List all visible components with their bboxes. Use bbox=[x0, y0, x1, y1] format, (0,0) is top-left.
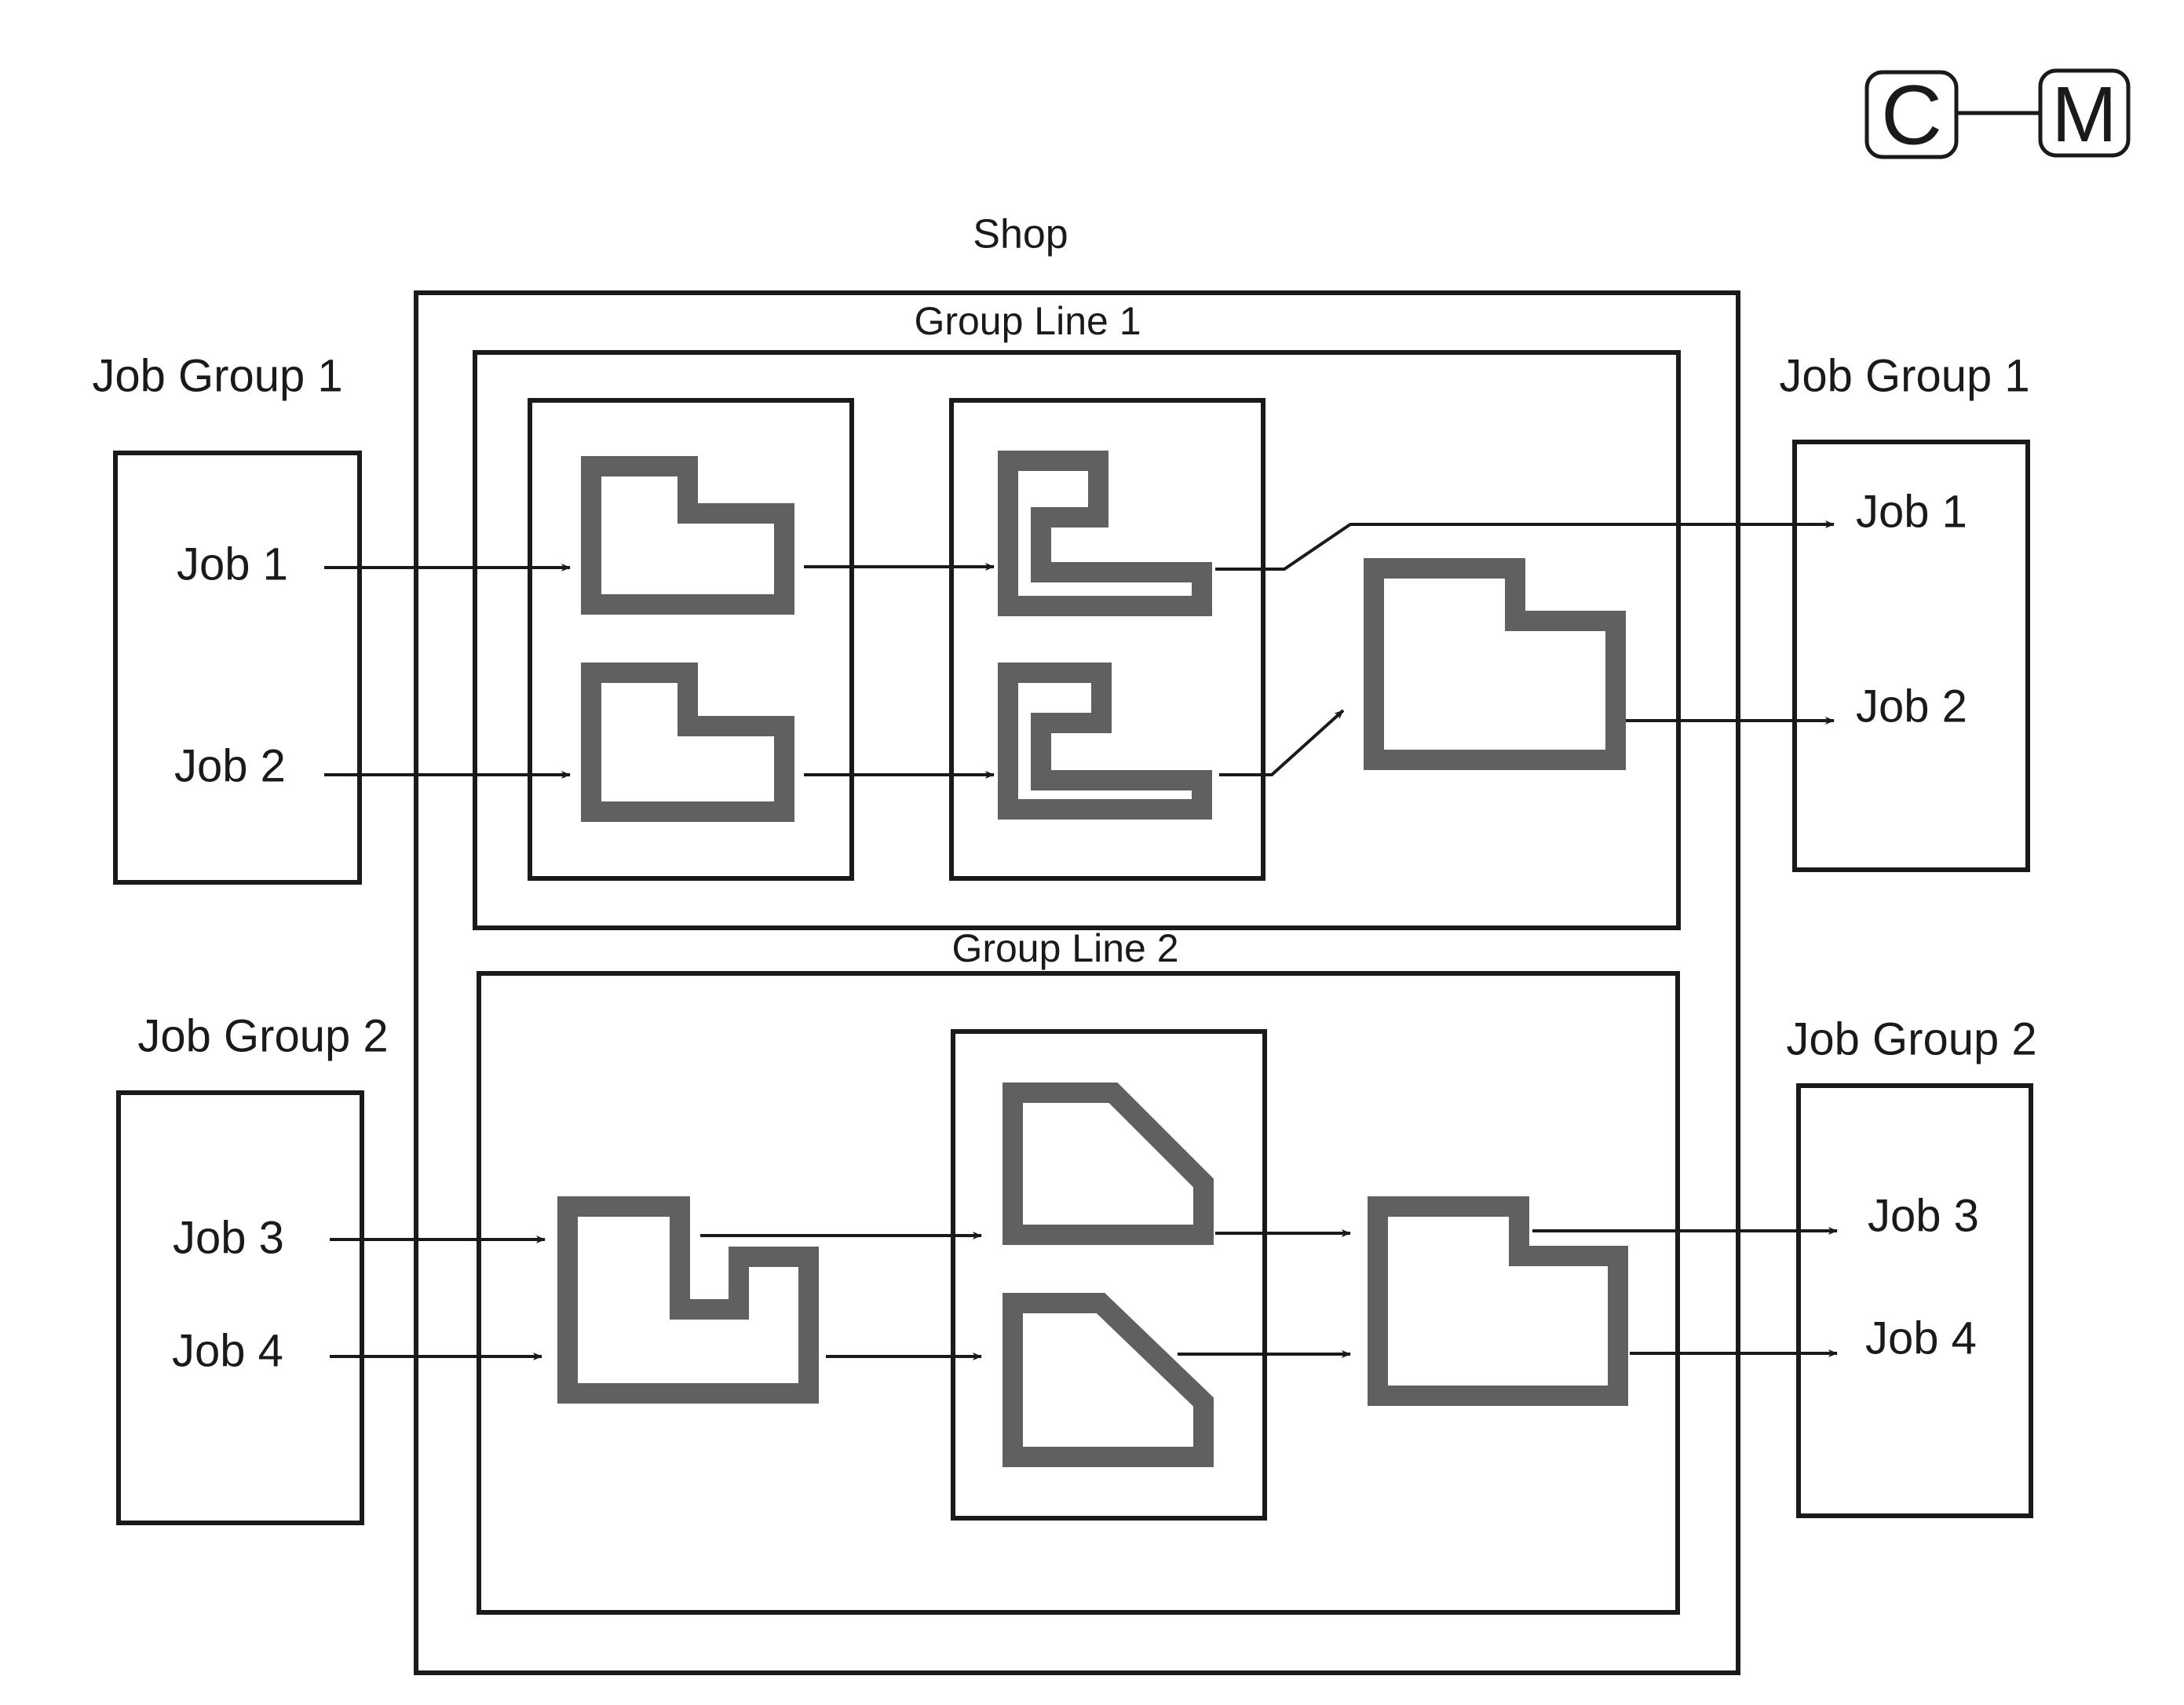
group-line-2-box bbox=[477, 971, 1680, 1615]
shop-box bbox=[414, 290, 1740, 1675]
output-group-2-box bbox=[1796, 1083, 2033, 1518]
flow-arrow bbox=[1219, 709, 1345, 776]
input-group-1-box bbox=[113, 451, 362, 885]
output-job-2-label: Job 2 bbox=[1856, 681, 1967, 732]
machine-1-2-icon bbox=[581, 663, 794, 822]
input-group-2-title: Job Group 2 bbox=[137, 1010, 388, 1061]
flow-connectors-line-1 bbox=[324, 520, 1835, 779]
shop-title: Shop bbox=[973, 212, 1068, 257]
input-group-1-title: Job Group 1 bbox=[92, 350, 342, 401]
logo-m-letter: M bbox=[2051, 71, 2116, 159]
input-job-1-label: Job 1 bbox=[177, 539, 288, 590]
machine-2-4-icon bbox=[1368, 1196, 1628, 1406]
input-job-3-label: Job 3 bbox=[173, 1212, 284, 1263]
output-job-1-label: Job 1 bbox=[1856, 486, 1967, 537]
input-group-2-box bbox=[116, 1090, 364, 1525]
input-job-2-label: Job 2 bbox=[174, 740, 286, 791]
output-group-1-box bbox=[1792, 440, 2030, 872]
group-line-2-label: Group Line 2 bbox=[951, 926, 1178, 970]
machine-2-1-icon bbox=[557, 1196, 819, 1404]
machine-1-3-icon bbox=[998, 451, 1212, 616]
output-group-1-title: Job Group 1 bbox=[1779, 350, 2029, 401]
station-2b-box bbox=[951, 1029, 1267, 1521]
input-job-4-label: Job 4 bbox=[172, 1325, 283, 1376]
output-group-2-title: Job Group 2 bbox=[1786, 1013, 2036, 1064]
logo-c-box bbox=[1864, 70, 1959, 159]
machine-1-5-icon bbox=[1364, 558, 1626, 770]
group-line-1-box bbox=[473, 350, 1681, 930]
machine-1-1-icon bbox=[581, 456, 794, 615]
machine-1-4-icon bbox=[998, 663, 1212, 820]
group-line-1-label: Group Line 1 bbox=[914, 299, 1141, 343]
station-1b-box bbox=[949, 398, 1265, 881]
machine-2-2-icon bbox=[1003, 1083, 1214, 1245]
machine-2-3-icon bbox=[1003, 1293, 1214, 1467]
output-job-3-label: Job 3 bbox=[1868, 1190, 1979, 1241]
flow-arrow bbox=[1215, 520, 1835, 571]
cm-logo: C M bbox=[1864, 68, 2131, 162]
logo-c-letter: C bbox=[1881, 68, 1942, 162]
station-1a-box bbox=[528, 398, 854, 881]
logo-m-box bbox=[2038, 68, 2131, 158]
output-job-4-label: Job 4 bbox=[1865, 1313, 1977, 1364]
flow-connectors-line-2 bbox=[330, 1227, 1838, 1360]
